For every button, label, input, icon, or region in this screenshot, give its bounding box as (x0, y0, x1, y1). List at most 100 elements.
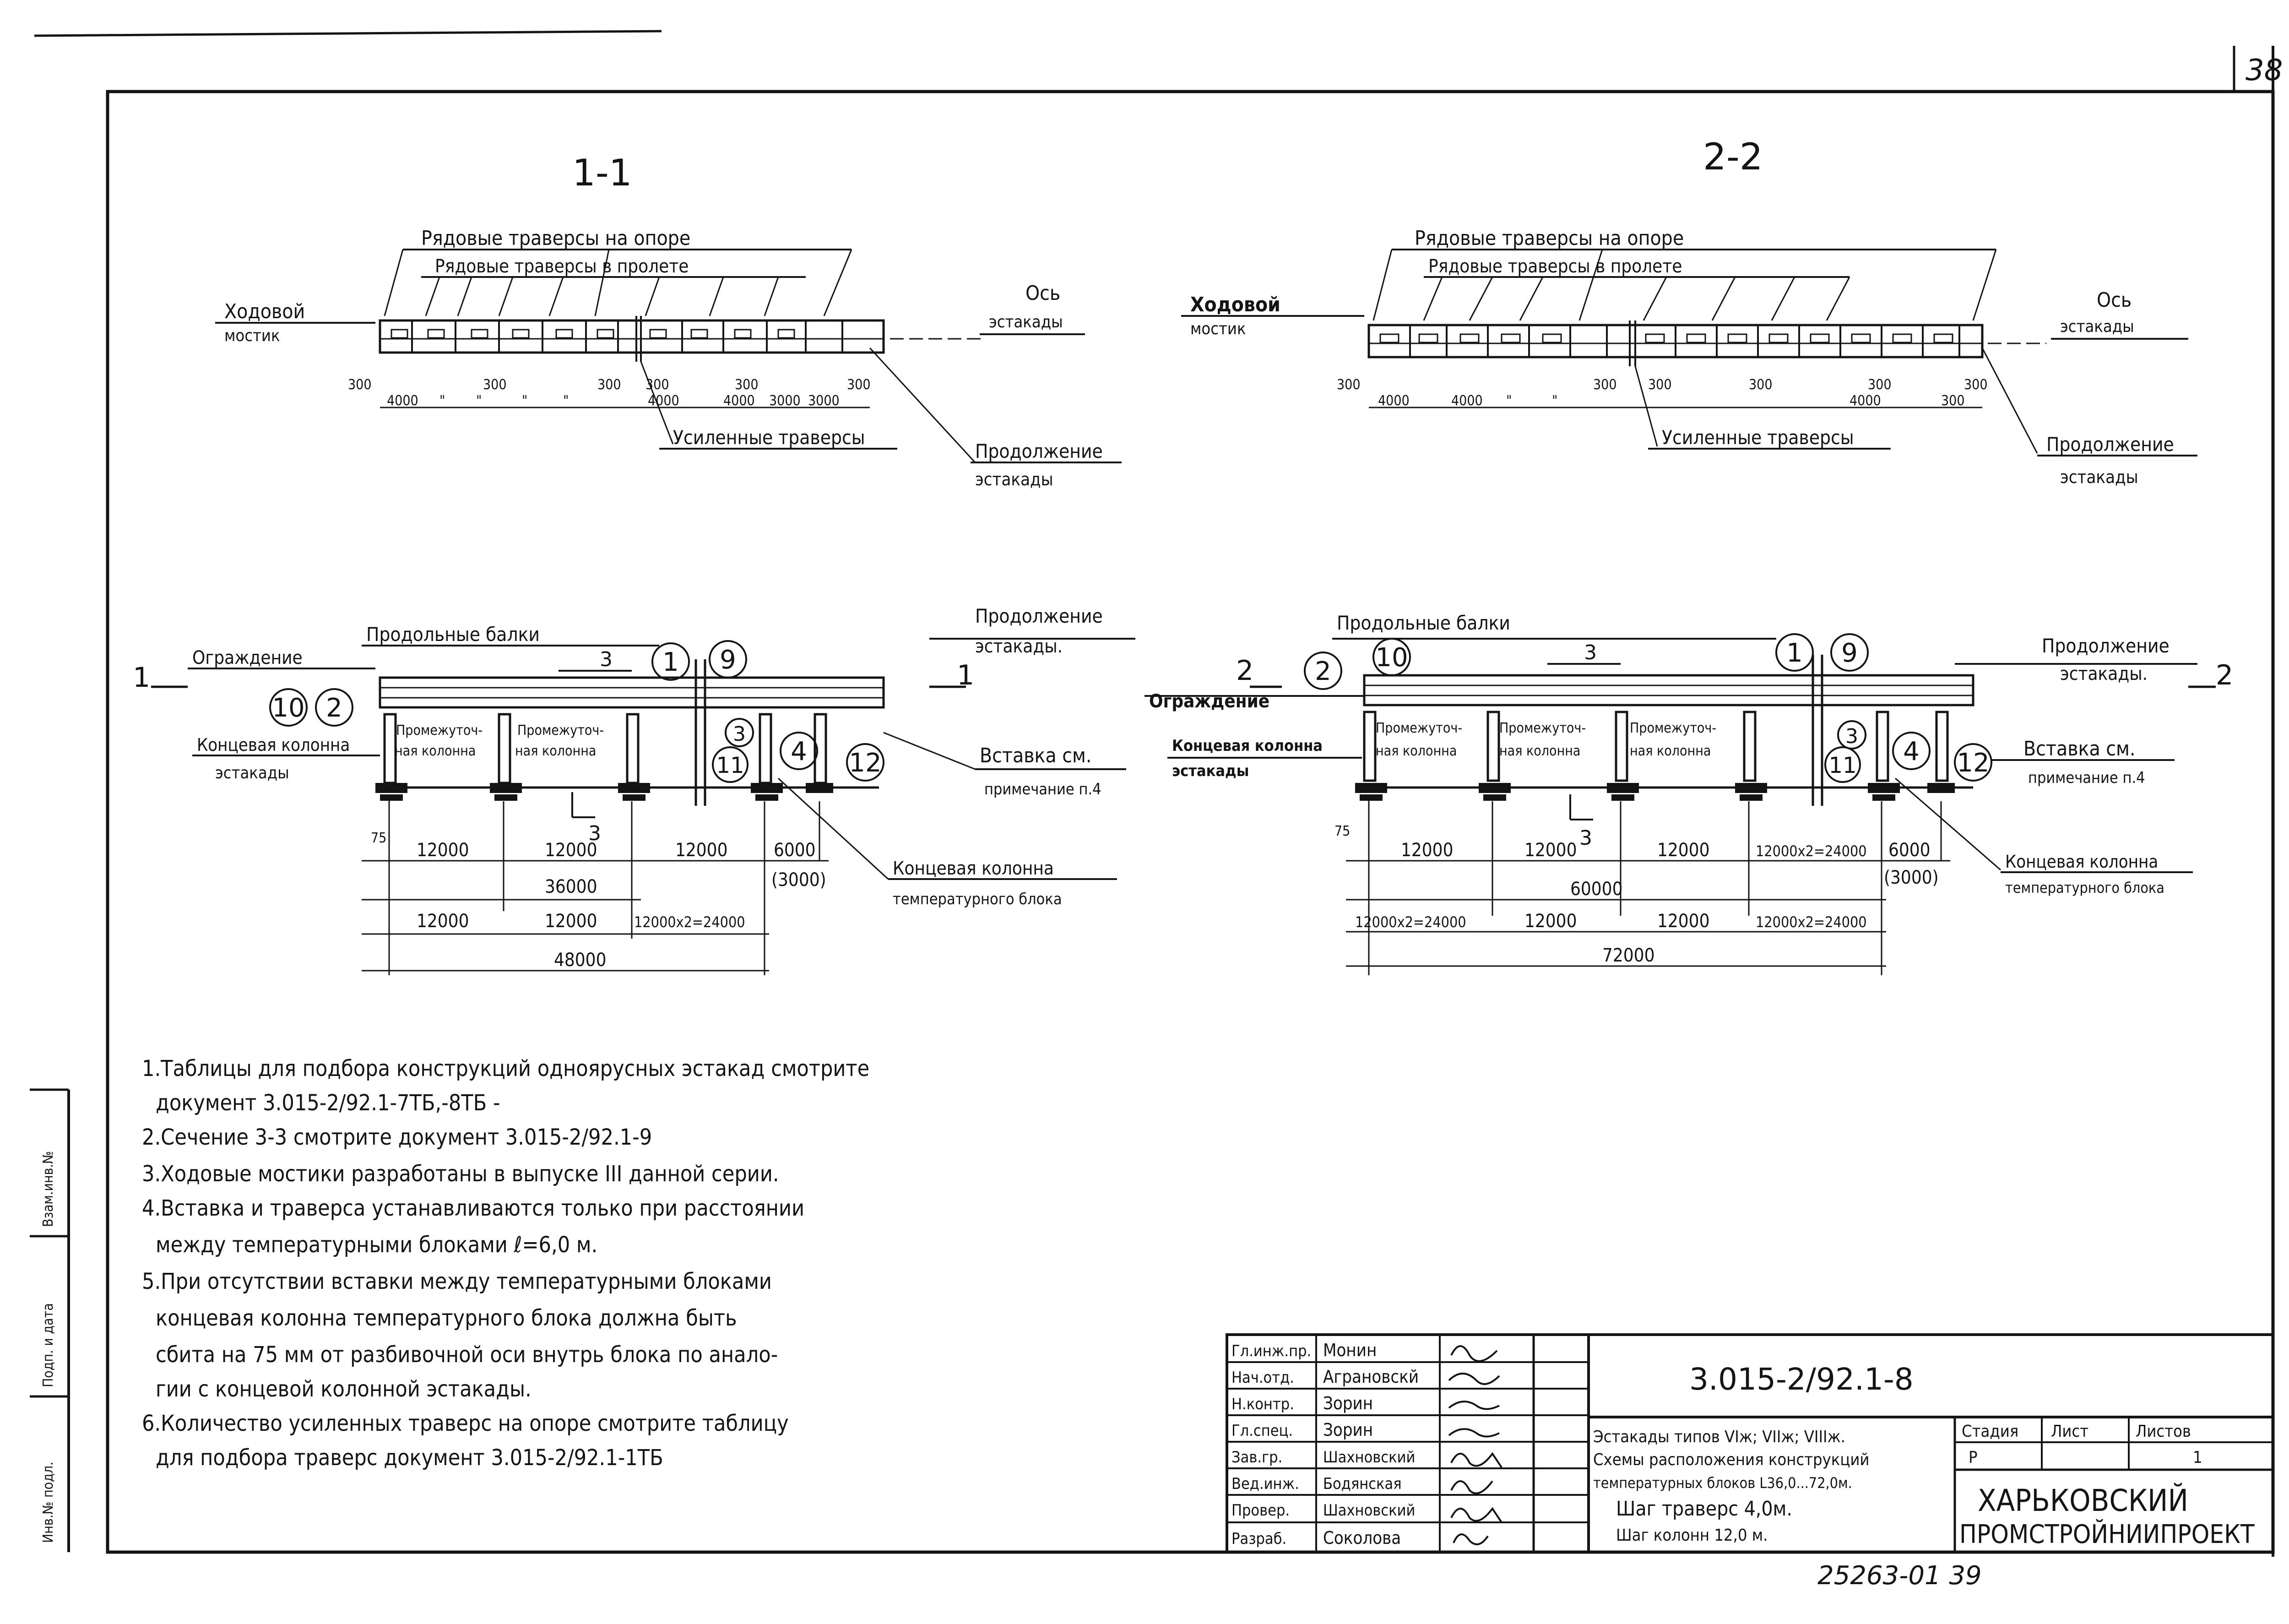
role: Разраб. (1231, 1530, 1286, 1548)
label-end-column-2: эстакады (215, 764, 289, 782)
dim: " (476, 393, 482, 409)
sheet-number: 38 (2246, 54, 2283, 87)
dim: 12000 (417, 911, 469, 932)
org-line1: ХАРЬКОВСКИЙ (1978, 1483, 2188, 1518)
desc-line: Схемы расположения конструкций (1593, 1450, 1869, 1469)
label-continuation-b: Продолжение (2046, 433, 2174, 456)
dim: 4000 (723, 393, 755, 409)
label-long-beams-2: Продольные балки (1337, 612, 1510, 634)
label-end-column: Концевая колонна (197, 735, 350, 755)
dim: 6000 (774, 840, 816, 861)
label-regular-traverses-support: Рядовые траверсы на опоре (421, 227, 690, 250)
dim: 300 (1941, 393, 1965, 409)
note-line: 2.Сечение 3-3 смотрите документ 3.015-2/… (142, 1124, 652, 1150)
sheets-header: Листов (2136, 1422, 2191, 1441)
label-insert-b-2: примечание п.4 (2028, 769, 2145, 787)
cut-mark-3b: 3 (1579, 826, 1592, 850)
callout: 4 (1903, 737, 1920, 766)
callout: 4 (791, 737, 807, 766)
side-stamp: Инв.№ подл. Подп. и дата Взам.инв.№ (30, 1088, 70, 1552)
dim-offset-b: 75 (1334, 823, 1350, 839)
note-line: 3.Ходовые мостики разработаны в выпуске … (142, 1161, 779, 1187)
callout: 3 (1845, 725, 1858, 748)
dim: 3000 (769, 393, 801, 409)
label-intermediate-c: Промежуточ- (1376, 720, 1462, 736)
label-continuation-b-2: эстакады (2060, 467, 2138, 487)
dim: 300 (1868, 377, 1892, 393)
label-end-column-temp: Концевая колонна (893, 858, 1054, 879)
label-fence-2: Ограждение (1149, 691, 1269, 712)
dim: 4000 (648, 393, 679, 409)
title-block: Гл.инж.пр. Нач.отд. Н.контр. Гл.спец. За… (1226, 1333, 2274, 1553)
dim: 6000 (1888, 840, 1931, 861)
stamp-inv-no: Инв.№ подл. (40, 1461, 56, 1543)
callout: 9 (720, 645, 736, 675)
label-intermediate-2: ная колонна (395, 743, 476, 759)
label-axis-b-2: эстакады (2060, 317, 2134, 336)
label-end-column-b: Концевая колонна (1172, 737, 1323, 755)
label-intermediate-d: Промежуточ- (1499, 720, 1586, 736)
note-line: 1.Таблицы для подбора конструкций однояр… (142, 1056, 869, 1081)
dim: 300 (847, 377, 871, 393)
label-intermediate-c-2: ная колонна (1376, 743, 1457, 759)
callout: 11 (1828, 753, 1856, 778)
dim: 4000 (387, 393, 418, 409)
cut-mark-3: 3 (588, 822, 601, 845)
person: Зорин (1323, 1393, 1373, 1413)
dim: 300 (1749, 377, 1773, 393)
dim-paren: (3000) (771, 869, 826, 891)
label-end-column-b-2: эстакады (1172, 762, 1249, 780)
callout: 1 (662, 647, 679, 677)
dim-total-a: 36000 (545, 876, 597, 897)
role: Гл.спец. (1231, 1422, 1293, 1440)
desc-line: Шаг траверс 4,0м. (1616, 1497, 1792, 1521)
label-reinforced-traverses: Усиленные траверсы (673, 426, 865, 449)
dim: 12000 (417, 840, 469, 861)
label-axis: Ось (1025, 282, 1060, 305)
dim-total-b: 72000 (1602, 945, 1654, 966)
note-line: 6.Количество усиленных траверс на опоре … (142, 1411, 789, 1436)
label-insert-2: примечание п.4 (984, 780, 1101, 798)
label-continuation-el: Продолжение (975, 605, 1103, 627)
dim: 12000x2=24000 (1756, 842, 1867, 860)
section-1-1-title: 1-1 (572, 152, 632, 194)
callout: 2 (1315, 657, 1331, 686)
role: Гл.инж.пр. (1231, 1342, 1311, 1360)
dim-total-a: 60000 (1570, 879, 1622, 900)
role: Нач.отд. (1231, 1369, 1294, 1387)
dim: 4000 (1451, 393, 1483, 409)
label-intermediate-e: Промежуточ- (1630, 720, 1716, 736)
dim: 300 (645, 377, 669, 393)
label-intermediate: Промежуточ- (396, 722, 483, 739)
label-intermediate-e-2: ная колонна (1630, 743, 1711, 759)
dim: 3000 (808, 393, 840, 409)
role: Вед.инж. (1231, 1475, 1299, 1493)
dim: 12000 (545, 911, 597, 932)
label-continuation: Продолжение (975, 440, 1103, 462)
person: Шахновский (1323, 1501, 1415, 1520)
person: Монин (1323, 1340, 1377, 1360)
section-1-1-plan: 1-1 2-2 Рядовые траверсы на опоре Рядовы… (215, 136, 1763, 489)
role: Провер. (1231, 1501, 1290, 1520)
note-line: концевая колонна температурного блока до… (156, 1305, 737, 1331)
dim: 12000x2=24000 (634, 913, 745, 931)
callout: 2 (326, 693, 342, 723)
dim: " (563, 393, 569, 409)
elevation-2: Продольные балки 3 2 Ограждение 2 Продол… (1144, 612, 2233, 975)
desc-line: Шаг колонн 12,0 м. (1616, 1526, 1768, 1545)
dim: 300 (1337, 377, 1361, 393)
dim: 12000 (1524, 840, 1577, 861)
dim: 4000 (1378, 393, 1410, 409)
label-end-column-temp-b: Концевая колонна (2005, 852, 2158, 872)
dim-offset: 75 (371, 830, 386, 846)
desc-line: температурных блоков L36,0...72,0м. (1593, 1474, 1852, 1492)
cut-mark-1-left: 1 (133, 662, 150, 694)
cut-mark-2-left: 2 (1236, 655, 1253, 687)
dim: 12000 (1657, 840, 1709, 861)
dim: " (1552, 393, 1557, 409)
doc-code: 3.015-2/92.1-8 (1689, 1362, 1914, 1397)
dim: 300 (597, 377, 621, 393)
person: Соколова (1323, 1528, 1401, 1548)
dim: 12000 (1401, 840, 1453, 861)
